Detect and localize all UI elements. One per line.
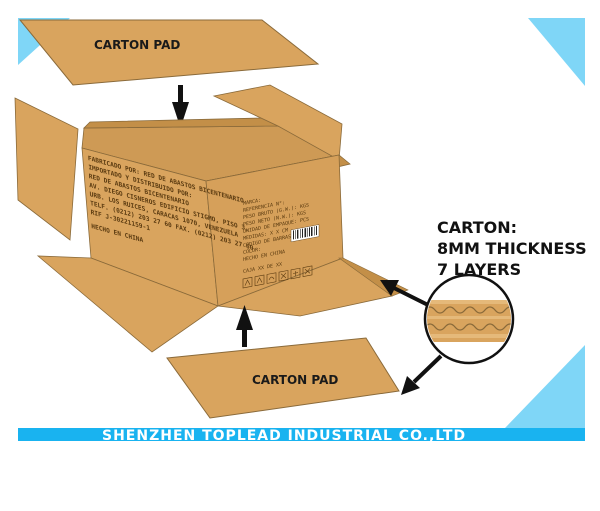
company-name: SHENZHEN TOPLEAD INDUSTRIAL CO.,LTD — [102, 428, 466, 444]
pointer-arrow-lower-icon — [401, 354, 443, 395]
corner-decoration-bottom-right — [505, 345, 585, 428]
corrugated-magnifier — [423, 273, 515, 365]
down-arrow-icon — [172, 85, 189, 128]
bottom-carton-pad: CARTON PAD — [166, 337, 400, 419]
carton-specification: CARTON: 8MM THICKNESS 7 LAYERS — [437, 218, 587, 279]
left-flap — [14, 97, 79, 241]
open-carton-box: FABRICADO POR: RED DE ABASTOS BICENTENAR… — [14, 84, 409, 353]
footer-bar — [18, 428, 585, 441]
right-flap — [212, 84, 343, 161]
top-pad-label: CARTON PAD — [94, 38, 180, 52]
front-text-line: MARCA: — [243, 198, 261, 207]
back-flap — [83, 117, 279, 129]
corner-decoration-top-right — [528, 18, 585, 86]
carton-spec-title: CARTON: — [437, 218, 517, 237]
front-text-line: COLOR: — [243, 247, 261, 256]
barcode-icon — [290, 224, 320, 243]
top-carton-pad: CARTON PAD — [18, 19, 320, 86]
bottom-flap-left — [36, 255, 219, 353]
handling-symbols-icon — [242, 265, 313, 289]
up-arrow-icon — [236, 305, 253, 347]
carton-spec-thickness: 8MM THICKNESS — [437, 239, 587, 258]
carton-spec-layers: 7 LAYERS — [437, 260, 521, 279]
bottom-pad-label: CARTON PAD — [252, 373, 338, 387]
